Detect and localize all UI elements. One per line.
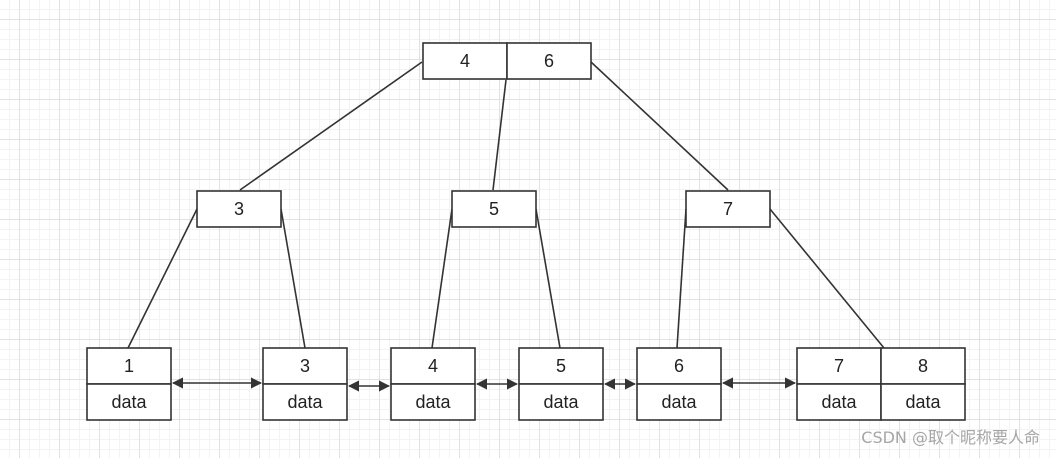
edge-root-to-internal-7 <box>590 61 729 191</box>
leaf-key-cell <box>796 347 882 385</box>
root-key-cell <box>506 42 592 80</box>
leaf-key: 5 <box>556 356 566 376</box>
edge-root-to-internal-5 <box>492 79 507 191</box>
leaf-data: data <box>661 392 697 412</box>
leaf-key: 1 <box>124 356 134 376</box>
leaf-node: 4 data <box>390 347 476 421</box>
leaf-data: data <box>415 392 451 412</box>
leaf-node: 3 data <box>262 347 348 421</box>
leaf-data: data <box>111 392 147 412</box>
leaf-node: 1 data <box>86 347 172 421</box>
leaf-data-cell <box>518 383 604 421</box>
leaf-links <box>171 377 797 392</box>
leaf-key: 6 <box>674 356 684 376</box>
leaf-key-cell <box>262 347 348 385</box>
root-key: 6 <box>544 51 554 71</box>
internal-node: 5 <box>451 190 537 228</box>
leaf-key: 7 <box>834 356 844 376</box>
leaf-data-cell <box>262 383 348 421</box>
edge-internal-3-to-leaf-1 <box>127 208 198 349</box>
leaf-key-cell <box>518 347 604 385</box>
internal-key: 3 <box>234 199 244 219</box>
root-key: 4 <box>460 51 470 71</box>
leaf-data: data <box>543 392 579 412</box>
leaf-key: 3 <box>300 356 310 376</box>
internal-key: 7 <box>723 199 733 219</box>
leaf-key: 8 <box>918 356 928 376</box>
tree-nodes: 4 6 3 5 7 1 data 3 data <box>86 42 966 421</box>
internal-key: 5 <box>489 199 499 219</box>
internal-key-cell <box>196 190 282 228</box>
leaf-data-cell <box>796 383 882 421</box>
internal-node: 7 <box>685 190 771 228</box>
edge-internal-7-to-leaf-78 <box>769 208 885 349</box>
leaf-data-cell <box>390 383 476 421</box>
leaf-node: 7 8 data data <box>796 347 966 421</box>
leaf-key-cell <box>86 347 172 385</box>
tree-edges <box>127 61 885 349</box>
edge-internal-7-to-leaf-6 <box>676 208 687 349</box>
leaf-node: 6 data <box>636 347 722 421</box>
internal-key-cell <box>451 190 537 228</box>
leaf-data-cell <box>86 383 172 421</box>
leaf-data-cell <box>880 383 966 421</box>
leaf-key-cell <box>390 347 476 385</box>
leaf-data: data <box>821 392 857 412</box>
root-node: 4 6 <box>422 42 592 80</box>
leaf-key: 4 <box>428 356 438 376</box>
leaf-data: data <box>905 392 941 412</box>
leaf-data: data <box>287 392 323 412</box>
internal-key-cell <box>685 190 771 228</box>
leaf-node: 5 data <box>518 347 604 421</box>
edge-root-to-internal-3 <box>239 61 423 191</box>
leaf-data-cell <box>636 383 722 421</box>
watermark: CSDN @取个昵称要人命 <box>861 428 1040 447</box>
edge-internal-5-to-leaf-5 <box>535 208 561 349</box>
edge-internal-5-to-leaf-4 <box>431 208 453 349</box>
edge-internal-3-to-leaf-3 <box>280 208 306 349</box>
internal-node: 3 <box>196 190 282 228</box>
